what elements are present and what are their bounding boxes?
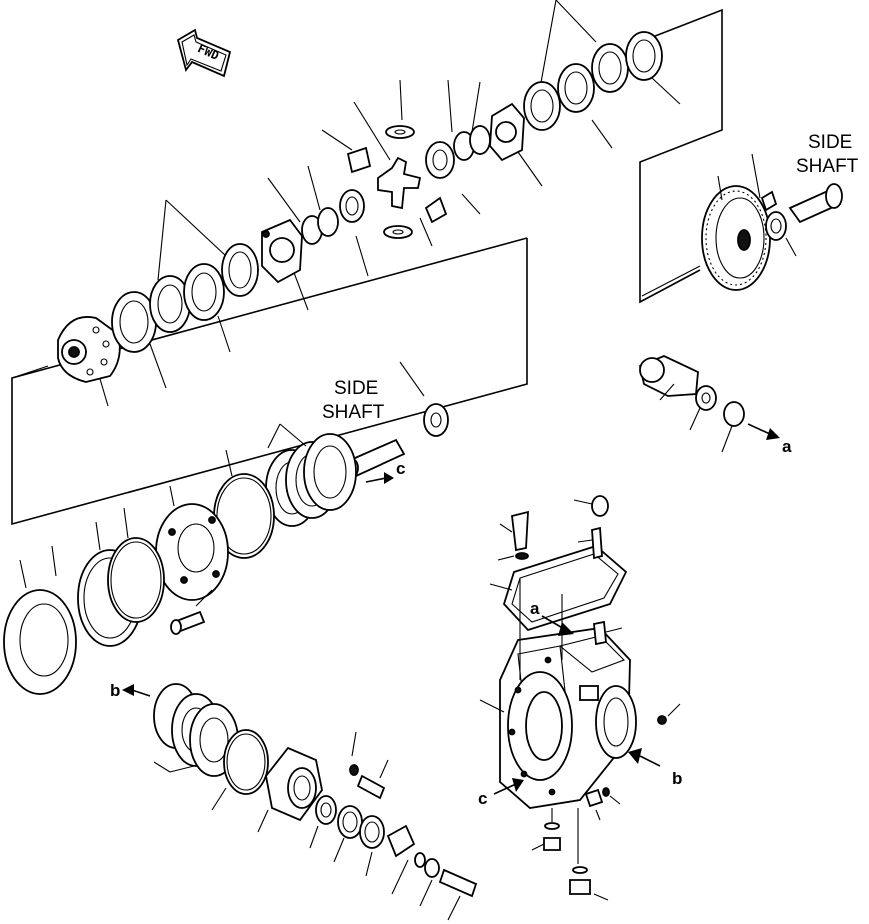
side-shaft-label-mid-line2: SHAFT bbox=[322, 402, 385, 423]
callout-a-right: a bbox=[782, 437, 792, 456]
housing-arrows bbox=[493, 615, 661, 795]
side-shaft-label-top-line1: SIDE bbox=[808, 132, 852, 153]
right-bracket-frame bbox=[639, 8, 723, 304]
callout-c-mid: c bbox=[396, 459, 405, 478]
side-shaft-label-mid-line1: SIDE bbox=[334, 378, 378, 399]
side-shaft-label-top-line2: SHAFT bbox=[796, 156, 859, 177]
differential-case bbox=[57, 316, 121, 383]
fwd-arrow-badge: FWD bbox=[176, 28, 232, 78]
outer-rings-left bbox=[3, 507, 165, 695]
callout-a-housing: a bbox=[530, 599, 540, 618]
plate-bolt bbox=[170, 589, 213, 635]
callout-c-housing: c bbox=[478, 789, 487, 808]
assembly-bracket-lines bbox=[11, 8, 723, 526]
clutch-disc-stack-upper bbox=[111, 243, 259, 353]
lower-center-parts bbox=[211, 729, 478, 921]
pinion-shaft bbox=[638, 355, 780, 453]
lower-bracket-frame bbox=[11, 237, 528, 526]
ring-gear bbox=[641, 175, 771, 297]
callout-b-housing: b bbox=[672, 769, 682, 788]
cover-hardware bbox=[497, 495, 681, 725]
differential-spider bbox=[346, 125, 448, 239]
callout-b-left: b bbox=[110, 681, 120, 700]
bearing-mid bbox=[423, 403, 449, 437]
upper-right-gears bbox=[425, 102, 525, 179]
side-gear-assembly bbox=[261, 189, 365, 284]
drain-plugs bbox=[531, 787, 621, 901]
axle-housing bbox=[479, 627, 637, 809]
side-shaft-top-right bbox=[751, 153, 843, 257]
piston-disc-stack bbox=[265, 423, 357, 527]
piston-housing-lower bbox=[122, 683, 239, 777]
leader-lines-upper bbox=[97, 0, 681, 407]
seal-and-plate bbox=[155, 449, 275, 601]
clutch-disc-stack-upper-right bbox=[523, 31, 663, 131]
